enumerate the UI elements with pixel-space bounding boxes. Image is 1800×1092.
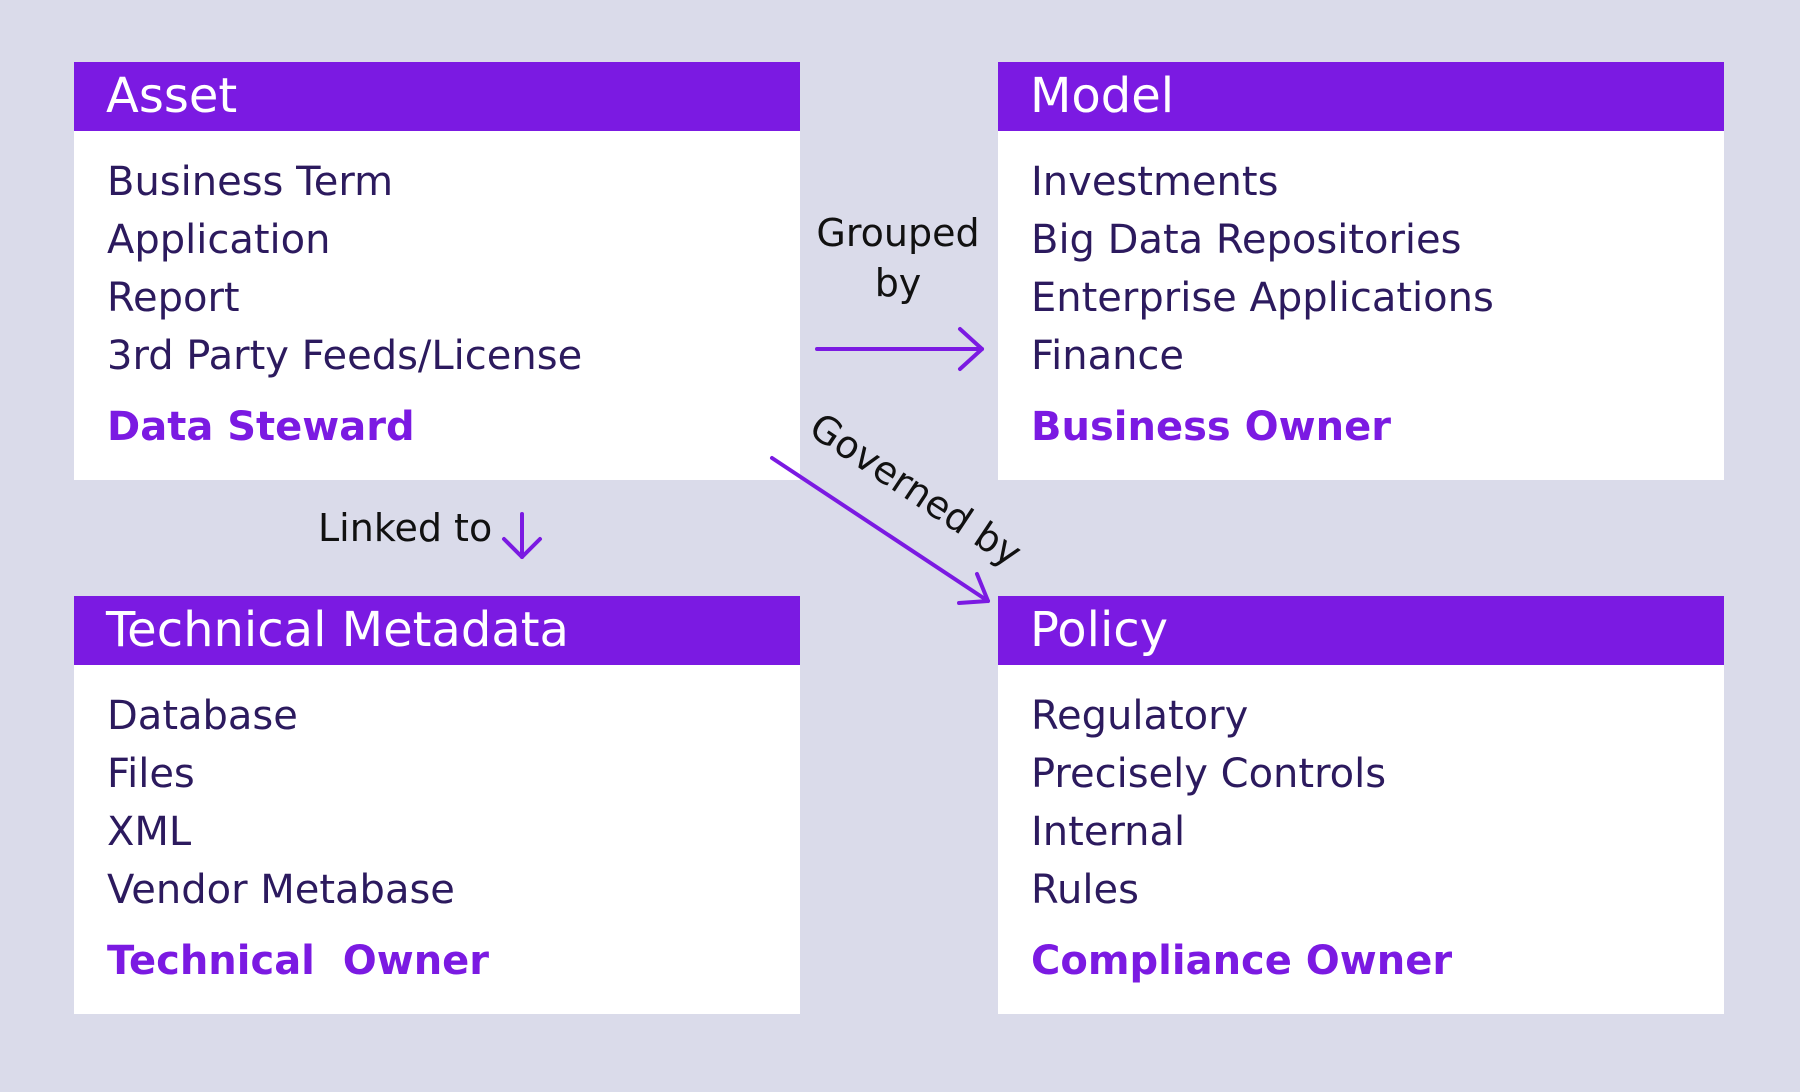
model-item-list: Investments Big Data Repositories Enterp… <box>998 131 1724 385</box>
linked-to-arrow <box>502 512 542 559</box>
technical-metadata-item: XML <box>107 809 192 855</box>
asset-item-list: Business Term Application Report 3rd Par… <box>74 131 800 385</box>
model-card: Model Investments Big Data Repositories … <box>998 62 1724 480</box>
policy-card: Policy Regulatory Precisely Controls Int… <box>998 596 1724 1014</box>
grouped-by-arrow <box>815 327 984 371</box>
model-item: Investments <box>1031 159 1279 205</box>
technical-metadata-card: Technical Metadata Database Files XML Ve… <box>74 596 800 1014</box>
technical-metadata-item: Files <box>107 751 195 797</box>
model-item: Enterprise Applications <box>1031 275 1494 321</box>
asset-card-title: Asset <box>74 62 800 131</box>
grouped-by-label-line1: Grouped <box>816 211 980 255</box>
linked-to-label: Linked to <box>318 506 493 550</box>
grouped-by-label: Grouped by <box>808 208 988 308</box>
policy-card-title: Policy <box>998 596 1724 665</box>
asset-item: Application <box>107 217 331 263</box>
technical-owner: Technical Owner <box>107 938 490 984</box>
technical-metadata-item-list: Database Files XML Vendor Metabase <box>74 665 800 919</box>
governed-by-label: Governed by <box>801 404 1030 576</box>
model-card-title: Model <box>998 62 1724 131</box>
policy-item-list: Regulatory Precisely Controls Internal R… <box>998 665 1724 919</box>
asset-item: 3rd Party Feeds/License <box>107 333 583 379</box>
policy-item: Internal <box>1031 809 1186 855</box>
model-item: Finance <box>1031 333 1185 379</box>
policy-item: Regulatory <box>1031 693 1249 739</box>
asset-item: Report <box>107 275 240 321</box>
model-item: Big Data Repositories <box>1031 217 1462 263</box>
model-owner: Business Owner <box>1031 404 1391 450</box>
policy-item: Precisely Controls <box>1031 751 1387 797</box>
grouped-by-label-line2: by <box>874 261 922 305</box>
policy-owner: Compliance Owner <box>1031 938 1453 984</box>
technical-metadata-card-title: Technical Metadata <box>74 596 800 665</box>
asset-owner: Data Steward <box>107 404 415 450</box>
technical-metadata-item: Database <box>107 693 298 739</box>
technical-metadata-item: Vendor Metabase <box>107 867 455 913</box>
asset-item: Business Term <box>107 159 394 205</box>
policy-item: Rules <box>1031 867 1139 913</box>
asset-card: Asset Business Term Application Report 3… <box>74 62 800 480</box>
